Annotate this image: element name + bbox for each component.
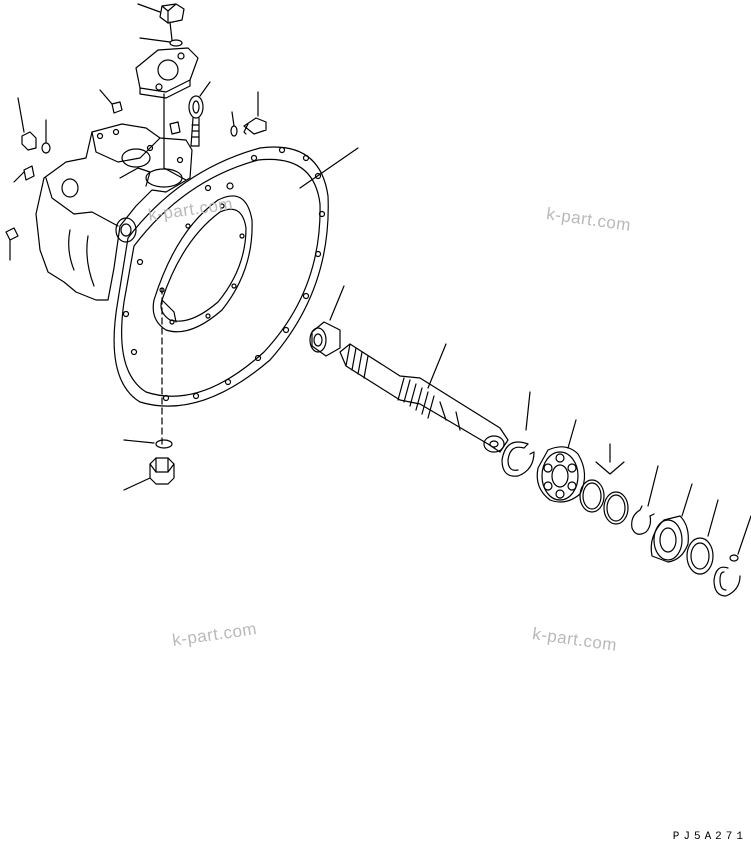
part-shim-set [579,443,629,525]
part-circlip [713,515,751,597]
part-drive-shaft [339,343,509,453]
part-eye-bolt [188,81,211,147]
part-o-ring-top [139,37,183,47]
part-drain-plug [123,457,175,491]
part-ball-bearing [536,419,586,503]
part-washer [686,499,719,575]
part-o-ring-small [230,111,238,137]
part-elbow-fitting [243,91,267,135]
part-pin [169,121,181,135]
part-pump-body [35,93,193,301]
part-snap-ring [501,391,535,477]
part-flange-housing [113,146,359,407]
part-needle-bearing [309,285,345,357]
part-retaining-ring [631,465,659,535]
part-o-ring-seal [123,439,173,449]
part-oil-seal [650,483,693,563]
part-cover [135,47,199,99]
part-plug [99,89,123,114]
drawing-code: PJ5A271 [672,831,747,843]
part-bolt-top [137,3,185,41]
part-fitting-left [5,97,51,261]
